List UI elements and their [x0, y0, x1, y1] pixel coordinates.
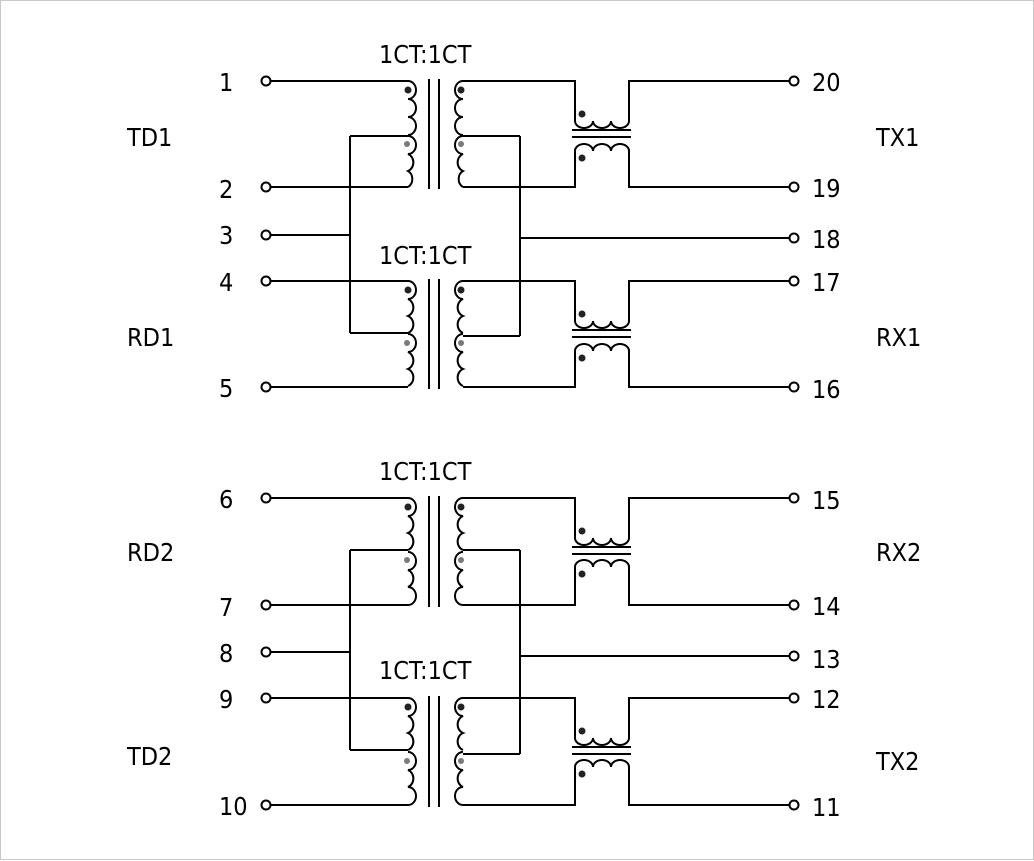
transformer-block-1 — [271, 79, 790, 389]
terminal-pin-7 — [260, 599, 272, 611]
signal-label-rd1: RD1 — [127, 323, 174, 352]
ratio-label-2: 1CT:1CT — [379, 241, 472, 270]
transformer-block-2 — [271, 496, 790, 807]
terminal-pin-8 — [260, 646, 272, 658]
terminal-pin-18 — [788, 232, 800, 244]
terminal-pin-12 — [788, 692, 800, 704]
terminals — [260, 75, 800, 811]
pin-label-2: 2 — [219, 175, 233, 204]
pin-label-7: 7 — [219, 593, 233, 622]
pin-label-10: 10 — [219, 792, 248, 821]
pin-label-5: 5 — [219, 374, 233, 403]
signal-label-td2: TD2 — [126, 742, 172, 771]
terminal-pin-13 — [788, 650, 800, 662]
signal-label-rd2: RD2 — [127, 538, 174, 567]
transformer-td1 — [271, 79, 790, 189]
pin-label-3: 3 — [219, 221, 233, 250]
pin-label-4: 4 — [219, 268, 233, 297]
terminal-pin-10 — [260, 799, 272, 811]
terminal-pin-15 — [788, 492, 800, 504]
pin-label-18: 18 — [812, 225, 841, 254]
pin-label-15: 15 — [812, 486, 841, 515]
pin-label-16: 16 — [812, 375, 841, 404]
terminal-pin-20 — [788, 75, 800, 87]
pin-label-13: 13 — [812, 645, 841, 674]
pin-label-12: 12 — [812, 685, 841, 714]
terminal-pin-2 — [260, 181, 272, 193]
ratio-label-4: 1CT:1CT — [379, 656, 472, 685]
pin-label-17: 17 — [812, 268, 841, 297]
ratio-label-3: 1CT:1CT — [379, 457, 472, 486]
terminal-pin-16 — [788, 381, 800, 393]
terminal-pin-19 — [788, 181, 800, 193]
terminal-pin-11 — [788, 799, 800, 811]
terminal-pin-9 — [260, 692, 272, 704]
pin-label-8: 8 — [219, 639, 233, 668]
signal-label-rx1: RX1 — [876, 323, 921, 352]
transformer-rd2 — [271, 496, 790, 607]
pin-label-14: 14 — [812, 592, 841, 621]
signal-label-rx2: RX2 — [876, 538, 921, 567]
terminal-pin-1 — [260, 75, 272, 87]
signal-label-tx1: TX1 — [875, 123, 919, 152]
pin-label-6: 6 — [219, 485, 233, 514]
signal-label-td1: TD1 — [126, 123, 172, 152]
terminal-pin-3 — [260, 229, 272, 241]
ratio-label-1: 1CT:1CT — [379, 40, 472, 69]
terminal-pin-17 — [788, 275, 800, 287]
terminal-pin-14 — [788, 599, 800, 611]
pin-label-1: 1 — [219, 68, 233, 97]
signal-label-tx2: TX2 — [875, 747, 919, 776]
transformer-td2 — [271, 696, 790, 807]
terminal-pin-6 — [260, 492, 272, 504]
terminal-pin-5 — [260, 381, 272, 393]
terminal-pin-4 — [260, 275, 272, 287]
pin-label-19: 19 — [812, 174, 841, 203]
pin-label-11: 11 — [812, 793, 841, 822]
transformer-rd1 — [271, 279, 790, 389]
pin-label-20: 20 — [812, 68, 841, 97]
pin-label-9: 9 — [219, 685, 233, 714]
